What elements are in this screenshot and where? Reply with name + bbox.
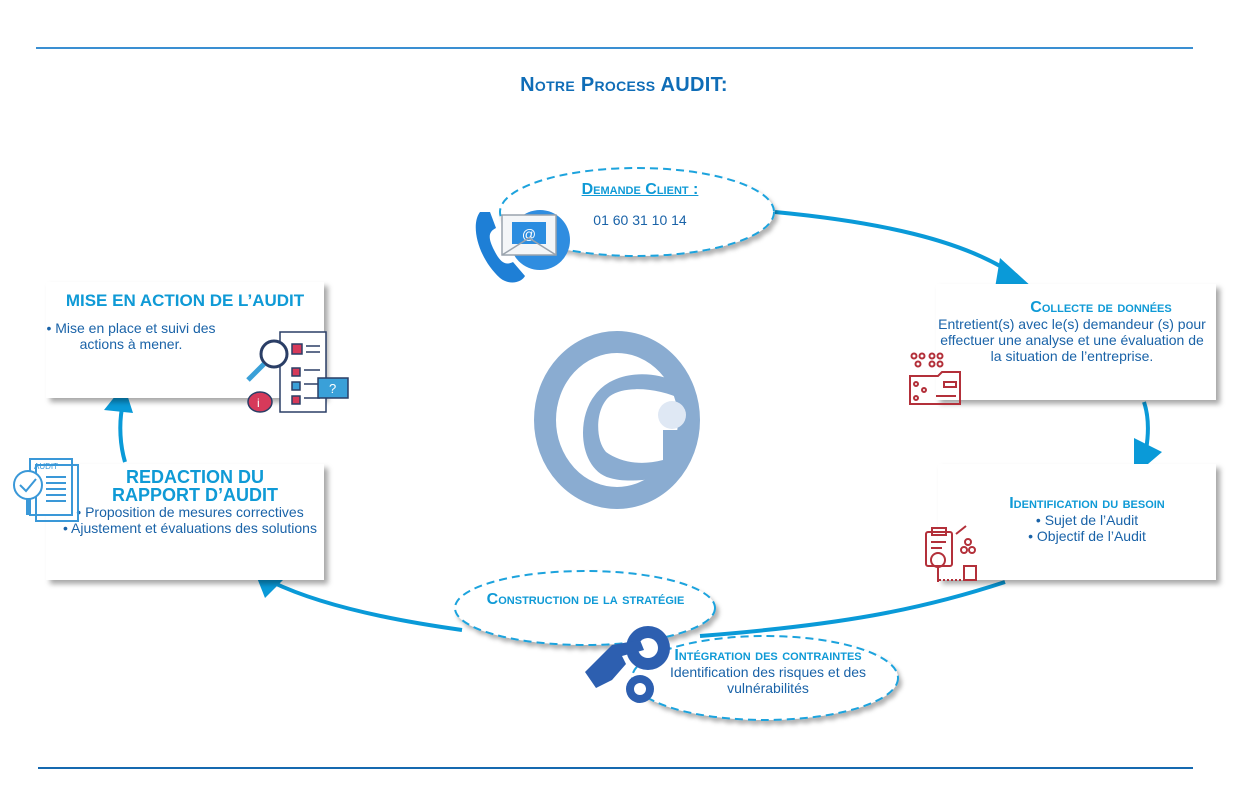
identification-bullets: • Sujet de l’Audit • Objectif de l’Audit	[938, 512, 1216, 544]
step-collecte-donnees: Collecte de données Entretient(s) avec l…	[936, 284, 1216, 400]
mise-en-action-bullets: • Mise en place et suivi des actions à m…	[46, 320, 216, 352]
company-logo	[534, 331, 700, 509]
integration-title: Intégration des contraintes	[674, 647, 862, 664]
page-title: Notre Process AUDIT:	[520, 74, 728, 96]
arrow-collecte-to-identification	[1142, 401, 1150, 451]
svg-text:i: i	[257, 396, 260, 410]
redaction-bullets: • Proposition de mesures correctives • A…	[46, 504, 324, 536]
identification-title: Identification du besoin	[1009, 495, 1165, 512]
audit-report-icon: AUDIT	[13, 458, 79, 522]
step-identification-besoin: Identification du besoin • Sujet de l’Au…	[938, 464, 1216, 580]
bubble-construction	[454, 570, 716, 646]
top-divider	[36, 47, 1193, 49]
arrow-redaction-to-mise	[118, 407, 127, 463]
step-integration-contraintes: Intégration des contraintes Identificati…	[658, 647, 878, 697]
svg-text:@: @	[522, 226, 536, 242]
checklist-magnifier-icon: i ?	[246, 331, 349, 413]
step-redaction-rapport: REDACTION DU RAPPORT D’AUDIT • Propositi…	[46, 464, 324, 580]
svg-text:AUDIT: AUDIT	[34, 462, 58, 471]
arrowhead	[995, 258, 1033, 288]
arrow-identification-to-construction	[699, 580, 1006, 638]
demande-client-title: Demande Client :	[581, 181, 699, 198]
mise-en-action-title: MISE EN ACTION DE L’AUDIT	[65, 291, 305, 310]
arrow-demande-to-collecte	[774, 210, 1012, 274]
audit-needs-icon	[925, 525, 977, 582]
identification-bullet: • Sujet de l’Audit	[1035, 512, 1139, 528]
redaction-bullet: • Proposition de mesures correctives	[76, 504, 304, 520]
phone-email-icon: @	[475, 210, 570, 283]
identification-bullet: • Objectif de l’Audit	[1028, 528, 1146, 544]
demande-client-phone: 01 60 31 10 14	[593, 212, 687, 228]
svg-text:?: ?	[329, 381, 336, 396]
redaction-bullet: • Ajustement et évaluations des solution…	[63, 520, 317, 536]
redaction-title: REDACTION DU RAPPORT D’AUDIT	[112, 467, 278, 505]
integration-description: Identification des risques et des vulnér…	[669, 664, 867, 696]
hand-gears-icon	[585, 626, 670, 703]
mise-en-action-bullet: • Mise en place et suivi des actions à m…	[46, 320, 216, 352]
data-collection-icon	[909, 352, 961, 405]
step-construction-strategie: Construction de la stratégie	[478, 592, 693, 608]
collecte-description: Entretient(s) avec le(s) demandeur (s) p…	[938, 316, 1206, 364]
bottom-divider	[38, 767, 1193, 769]
collecte-title: Collecte de données	[1030, 299, 1172, 316]
step-demande-client: Demande Client : 01 60 31 10 14	[540, 181, 740, 229]
construction-title: Construction de la stratégie	[486, 591, 685, 608]
arrow-construction-to-redaction	[271, 580, 463, 632]
